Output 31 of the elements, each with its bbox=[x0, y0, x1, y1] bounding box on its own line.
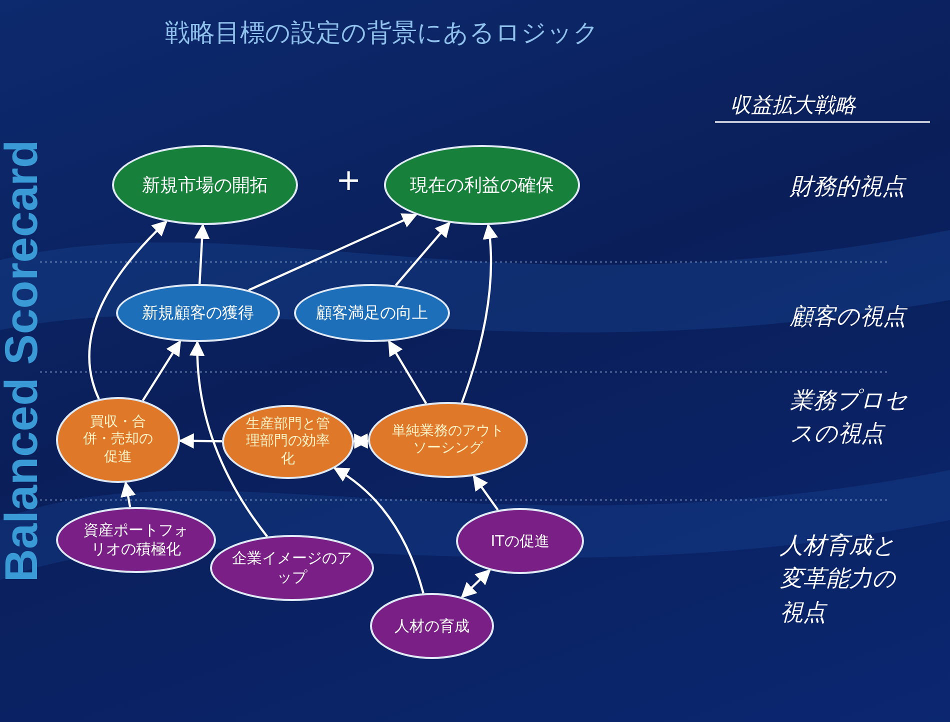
ellipse-node: ITの促進 bbox=[456, 508, 584, 574]
arrow bbox=[194, 223, 210, 284]
ellipse-node: 買収・合併・売却の促進 bbox=[56, 397, 180, 483]
ellipse-node: 企業イメージのアップ bbox=[210, 535, 374, 601]
vertical-title: Balanced Scorecard bbox=[0, 138, 48, 584]
ellipse-node: 資産ポートフォリオの積極化 bbox=[56, 507, 216, 573]
arrow bbox=[248, 213, 418, 292]
perspective-label: 顧客の視点 bbox=[790, 303, 906, 332]
perspective-label: 人材育成と変革能力の視点 bbox=[780, 532, 897, 628]
ellipse-node: 人材の育成 bbox=[370, 593, 494, 659]
arrow bbox=[120, 481, 136, 508]
ellipse-node: 顧客満足の向上 bbox=[294, 284, 450, 342]
ellipse-node: 生産部門と管理部門の効率化 bbox=[222, 405, 354, 479]
arrow bbox=[190, 340, 268, 538]
arrow bbox=[352, 433, 370, 449]
arrow bbox=[142, 340, 182, 402]
arrow bbox=[333, 467, 424, 594]
ellipse-node: 新規顧客の獲得 bbox=[116, 284, 280, 342]
arrow bbox=[178, 433, 222, 449]
strategy-heading: 収益拡大戦略 bbox=[730, 92, 856, 119]
ellipse-node: 新規市場の開拓 bbox=[112, 145, 298, 225]
plus-sign: + bbox=[336, 166, 362, 196]
ellipse-node: 単純業務のアウトソーシング bbox=[368, 402, 528, 478]
title: 戦略目標の設定の背景にあるロジック bbox=[165, 17, 599, 49]
ellipse-node: 現在の利益の確保 bbox=[384, 145, 580, 225]
arrow bbox=[88, 220, 168, 400]
arrow bbox=[388, 340, 428, 404]
arrow bbox=[460, 223, 498, 403]
perspective-label: 財務的視点 bbox=[790, 173, 905, 202]
arrow bbox=[460, 569, 491, 598]
perspective-label: 業務プロセスの視点 bbox=[790, 387, 909, 450]
